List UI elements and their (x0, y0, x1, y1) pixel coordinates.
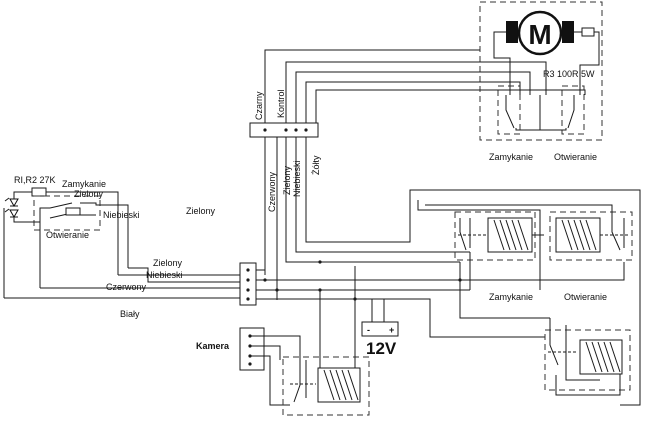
relay-otwieranie-box (549, 211, 633, 261)
supply-plus-label: + (389, 325, 394, 335)
relay-zamykanie-contact-1 (459, 218, 467, 251)
wire-zielony-down (285, 137, 460, 263)
relay-otwieranie-contact-1 (611, 218, 621, 251)
bus-out-3 (256, 298, 545, 338)
wire-kontrol-top (285, 61, 547, 130)
relay-otwieranie-feed (417, 200, 541, 290)
kamera-terminal (239, 327, 265, 371)
relay-camera (282, 260, 370, 416)
limit-switch-zamykanie (497, 85, 521, 135)
relay-zamykanie-out (459, 262, 550, 319)
motor-symbol (517, 10, 563, 56)
r3-label: R3 100R 5W (543, 69, 595, 79)
czarny-label: Czarny (254, 91, 264, 120)
motor-lead-left (493, 31, 511, 95)
power-supply: - + 12V (361, 299, 399, 358)
relay-otwieranie-label: Otwieranie (564, 292, 607, 302)
motor-label: M (528, 19, 551, 50)
limit-switch-link-b (540, 128, 567, 131)
left-niebieski-label: Niebieski (103, 210, 140, 220)
limit-switch-link (515, 95, 541, 131)
motor-zamykanie-label: Zamykanie (489, 152, 533, 162)
relay-zamykanie-box (454, 211, 536, 261)
v12-label: 12V (366, 339, 397, 358)
r2-resistor (65, 207, 81, 216)
wire-c-top (315, 89, 586, 130)
motor-otwieranie-label: Otwieranie (554, 152, 597, 162)
wire-a-top (295, 71, 531, 130)
kontrol-label: Kontrol (276, 89, 286, 118)
relay-zamykanie: Zamykanie (454, 211, 550, 319)
motor-enclosure (479, 1, 603, 141)
zolty-v-label: Żółty (311, 155, 321, 175)
r1r2-label: RI,R2 27K (14, 175, 56, 185)
bus-zielony-label: Zielony (153, 258, 183, 268)
zielony-v-label: Zielony (282, 165, 292, 195)
relay-power (544, 318, 631, 396)
motor-block: M R3 100R 5W Zamykanie Otwieranie (479, 1, 603, 162)
left-otwieranie-label: Otwieranie (46, 230, 89, 240)
supply-terminal (361, 321, 399, 337)
limit-switch-otwieranie-contact (567, 95, 575, 129)
wire-niebieski-down (295, 137, 470, 253)
relay-camera-box (282, 356, 370, 416)
motor-lead-right-b (579, 31, 600, 95)
relay-zamykanie-coil (487, 217, 533, 253)
wire-r1-out (46, 191, 119, 275)
wire-r1 (13, 191, 32, 199)
wire-niebieski-left (80, 202, 129, 268)
relay-power-out-b (565, 362, 600, 381)
bus-czerwony-label: Czerwony (106, 282, 147, 292)
mid-zielony-label: Zielony (186, 206, 216, 216)
wire-czarny-top (264, 49, 480, 130)
kamera-wire-2 (250, 345, 281, 360)
control-switch-box (33, 195, 101, 231)
kamera-label: Kamera (196, 341, 230, 351)
harness-connector (249, 122, 319, 138)
supply-minus-label: - (367, 325, 370, 335)
vertical-harness: Czarny Kontrol Czerwony Zielony Niebiesk… (249, 49, 641, 406)
relay-power-box (544, 329, 631, 391)
left-zielony-label: Zielony (74, 189, 104, 199)
r3-resistor (581, 27, 595, 37)
relay-camera-contact-1 (293, 360, 301, 403)
bus-niebieski (128, 267, 240, 283)
left-zamykanie-label: Zamykanie (62, 179, 106, 189)
motor-brush-left (506, 21, 518, 43)
relay-otwieranie-out (456, 262, 625, 281)
bus-bialy-label: Biały (120, 309, 140, 319)
bus-link-a (256, 269, 266, 275)
relay-power-out (555, 374, 621, 396)
wire-b-top (305, 81, 521, 130)
relay-zamykanie-label: Zamykanie (489, 292, 533, 302)
relay-power-contact-1 (549, 318, 559, 366)
led-1-icon (9, 198, 19, 208)
control-panel: RI,R2 27K Zamykanie Zielony Niebieski Ot… (3, 175, 216, 298)
bus-niebieski-label: Niebieski (146, 270, 183, 280)
camera-connector: Kamera (196, 327, 301, 406)
motor-brush-right (562, 21, 574, 43)
limit-switch-otwieranie (561, 85, 585, 135)
main-bus: Zielony Niebieski Czerwony Biały (4, 258, 545, 338)
switch-contact-1 (49, 202, 73, 209)
led-2-icon (9, 209, 19, 219)
r1-resistor (31, 187, 47, 197)
relay-otwieranie: Otwieranie (417, 200, 633, 302)
bus-terminal-block (239, 262, 257, 306)
relay-otwieranie-feed-b (425, 204, 613, 218)
wire-zolty-down (305, 137, 641, 406)
kamera-wire-3 (250, 355, 290, 406)
wire-switch-in (22, 207, 50, 223)
wire-r2 (13, 217, 22, 223)
czerwony-v-label: Czerwony (267, 171, 277, 212)
kamera-wire-1 (250, 335, 301, 360)
niebieski-v-label: Niebieski (292, 160, 302, 197)
limit-switch-zamykanie-contact (505, 95, 515, 129)
